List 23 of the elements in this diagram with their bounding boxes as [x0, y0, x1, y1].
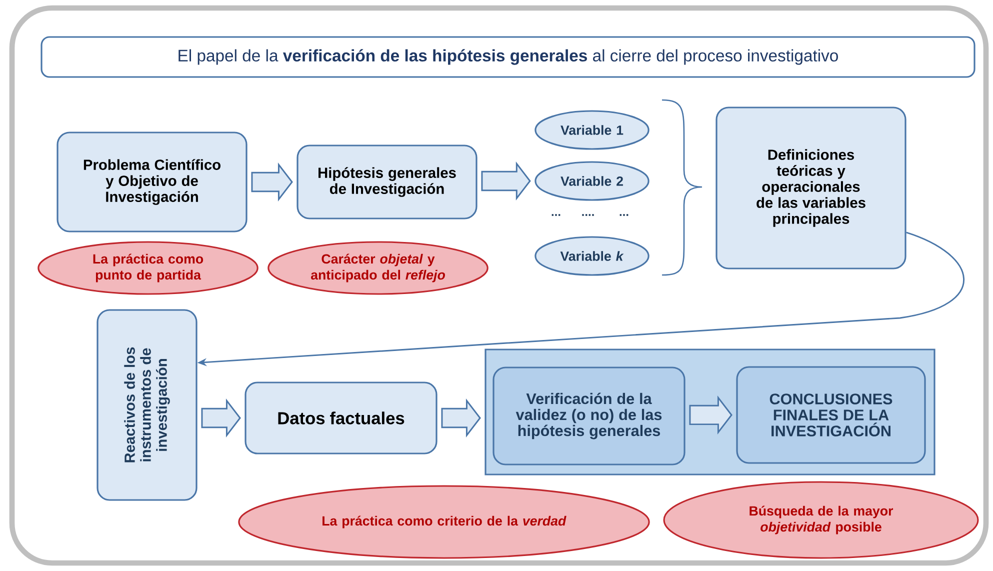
process-box: Datos factuales: [244, 382, 438, 454]
dots-text: ...: [620, 214, 628, 216]
title-box: El papel de la verificación de las hipótesis generales al cierre del proceso investigativo: [40, 36, 976, 78]
block-arrow: [689, 396, 732, 434]
process-box: Reactivos de los instrumentos de investigación: [96, 309, 198, 501]
block-arrow: [251, 162, 293, 202]
variable-oval: Variable 2: [534, 161, 650, 201]
process-box: Problema Científico y Objetivo de Investigación: [56, 132, 248, 232]
process-box: CONCLUSIONES FINALES DE LA INVESTIGACIÓN: [736, 366, 926, 464]
process-box: Verificación de la validez (o no) de las hipótesis generales: [492, 366, 686, 466]
note-oval: Búsqueda de la mayor objetividad posible: [663, 481, 979, 559]
variable-oval: Variable k: [534, 236, 650, 276]
note-oval: Carácter objetal y anticipado del reflejo: [268, 241, 488, 295]
block-arrow: [441, 398, 481, 438]
block-arrow: [481, 162, 531, 200]
block-arrow: [201, 398, 241, 438]
process-box: Hipótesis generales de Investigación: [296, 144, 478, 220]
note-oval: La práctica como punto de partida: [38, 241, 258, 295]
dots-text: ....: [582, 214, 594, 216]
dots-text: ...: [552, 214, 560, 216]
process-box: Definiciones teóricas y operacionales de las variables principales: [716, 106, 906, 270]
variable-oval: Variable 1: [534, 110, 650, 150]
note-oval: La práctica como criterio de la verdad: [238, 485, 650, 559]
